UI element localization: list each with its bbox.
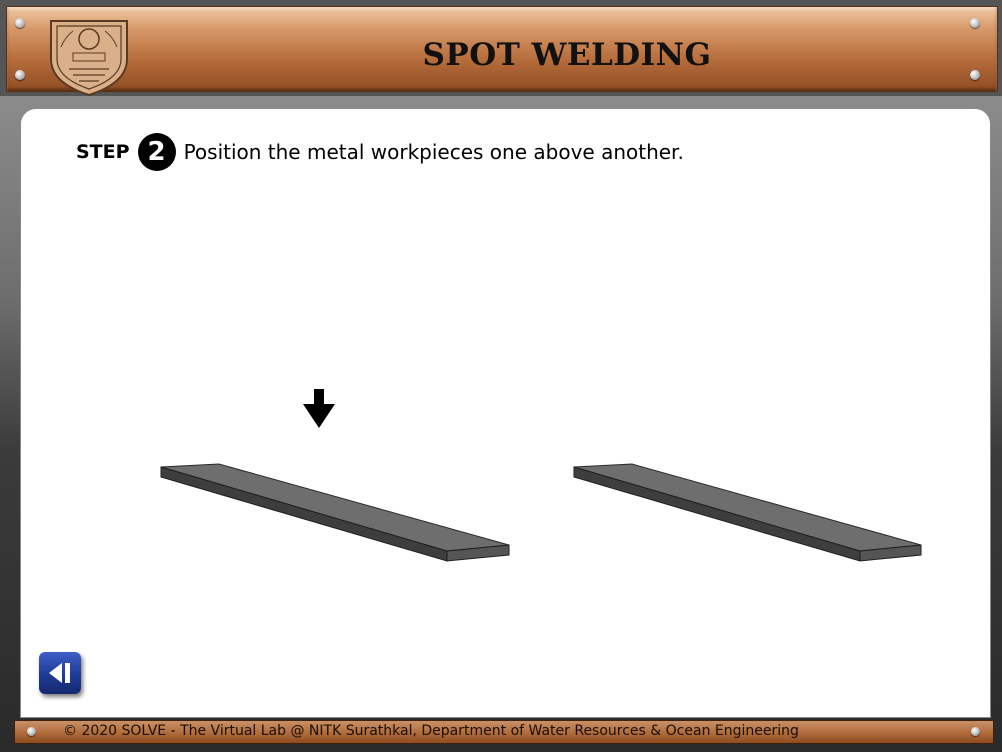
rivet-icon <box>970 18 980 28</box>
rivet-icon <box>970 70 980 80</box>
right-workpiece[interactable] <box>573 463 922 562</box>
rivet-icon <box>15 70 25 80</box>
previous-step-icon <box>49 663 70 683</box>
step-number-badge: 2 <box>137 133 176 171</box>
footer-bar: © 2020 SOLVE - The Virtual Lab @ NITK Su… <box>14 720 994 744</box>
welding-scene <box>160 389 922 562</box>
step-instruction-text: Position the metal workpieces one above … <box>183 140 684 164</box>
rivet-icon <box>971 727 980 736</box>
rivet-icon <box>27 727 36 736</box>
rivet-icon <box>15 18 25 28</box>
step-label: STEP <box>76 141 130 163</box>
header-bar: SPOT WELDING <box>0 0 1002 97</box>
page-title: SPOT WELDING <box>422 37 712 73</box>
left-workpiece[interactable] <box>160 463 510 562</box>
header-plate: SPOT WELDING <box>6 6 998 97</box>
nitk-emblem-icon <box>50 20 128 97</box>
down-arrow-icon <box>303 389 335 428</box>
copyright-text: © 2020 SOLVE - The Virtual Lab @ NITK Su… <box>63 723 799 739</box>
content-panel: STEP 2 Position the metal workpieces one… <box>20 108 991 718</box>
step-instruction: STEP 2 Position the metal workpieces one… <box>76 133 684 171</box>
previous-step-button[interactable] <box>39 652 81 694</box>
